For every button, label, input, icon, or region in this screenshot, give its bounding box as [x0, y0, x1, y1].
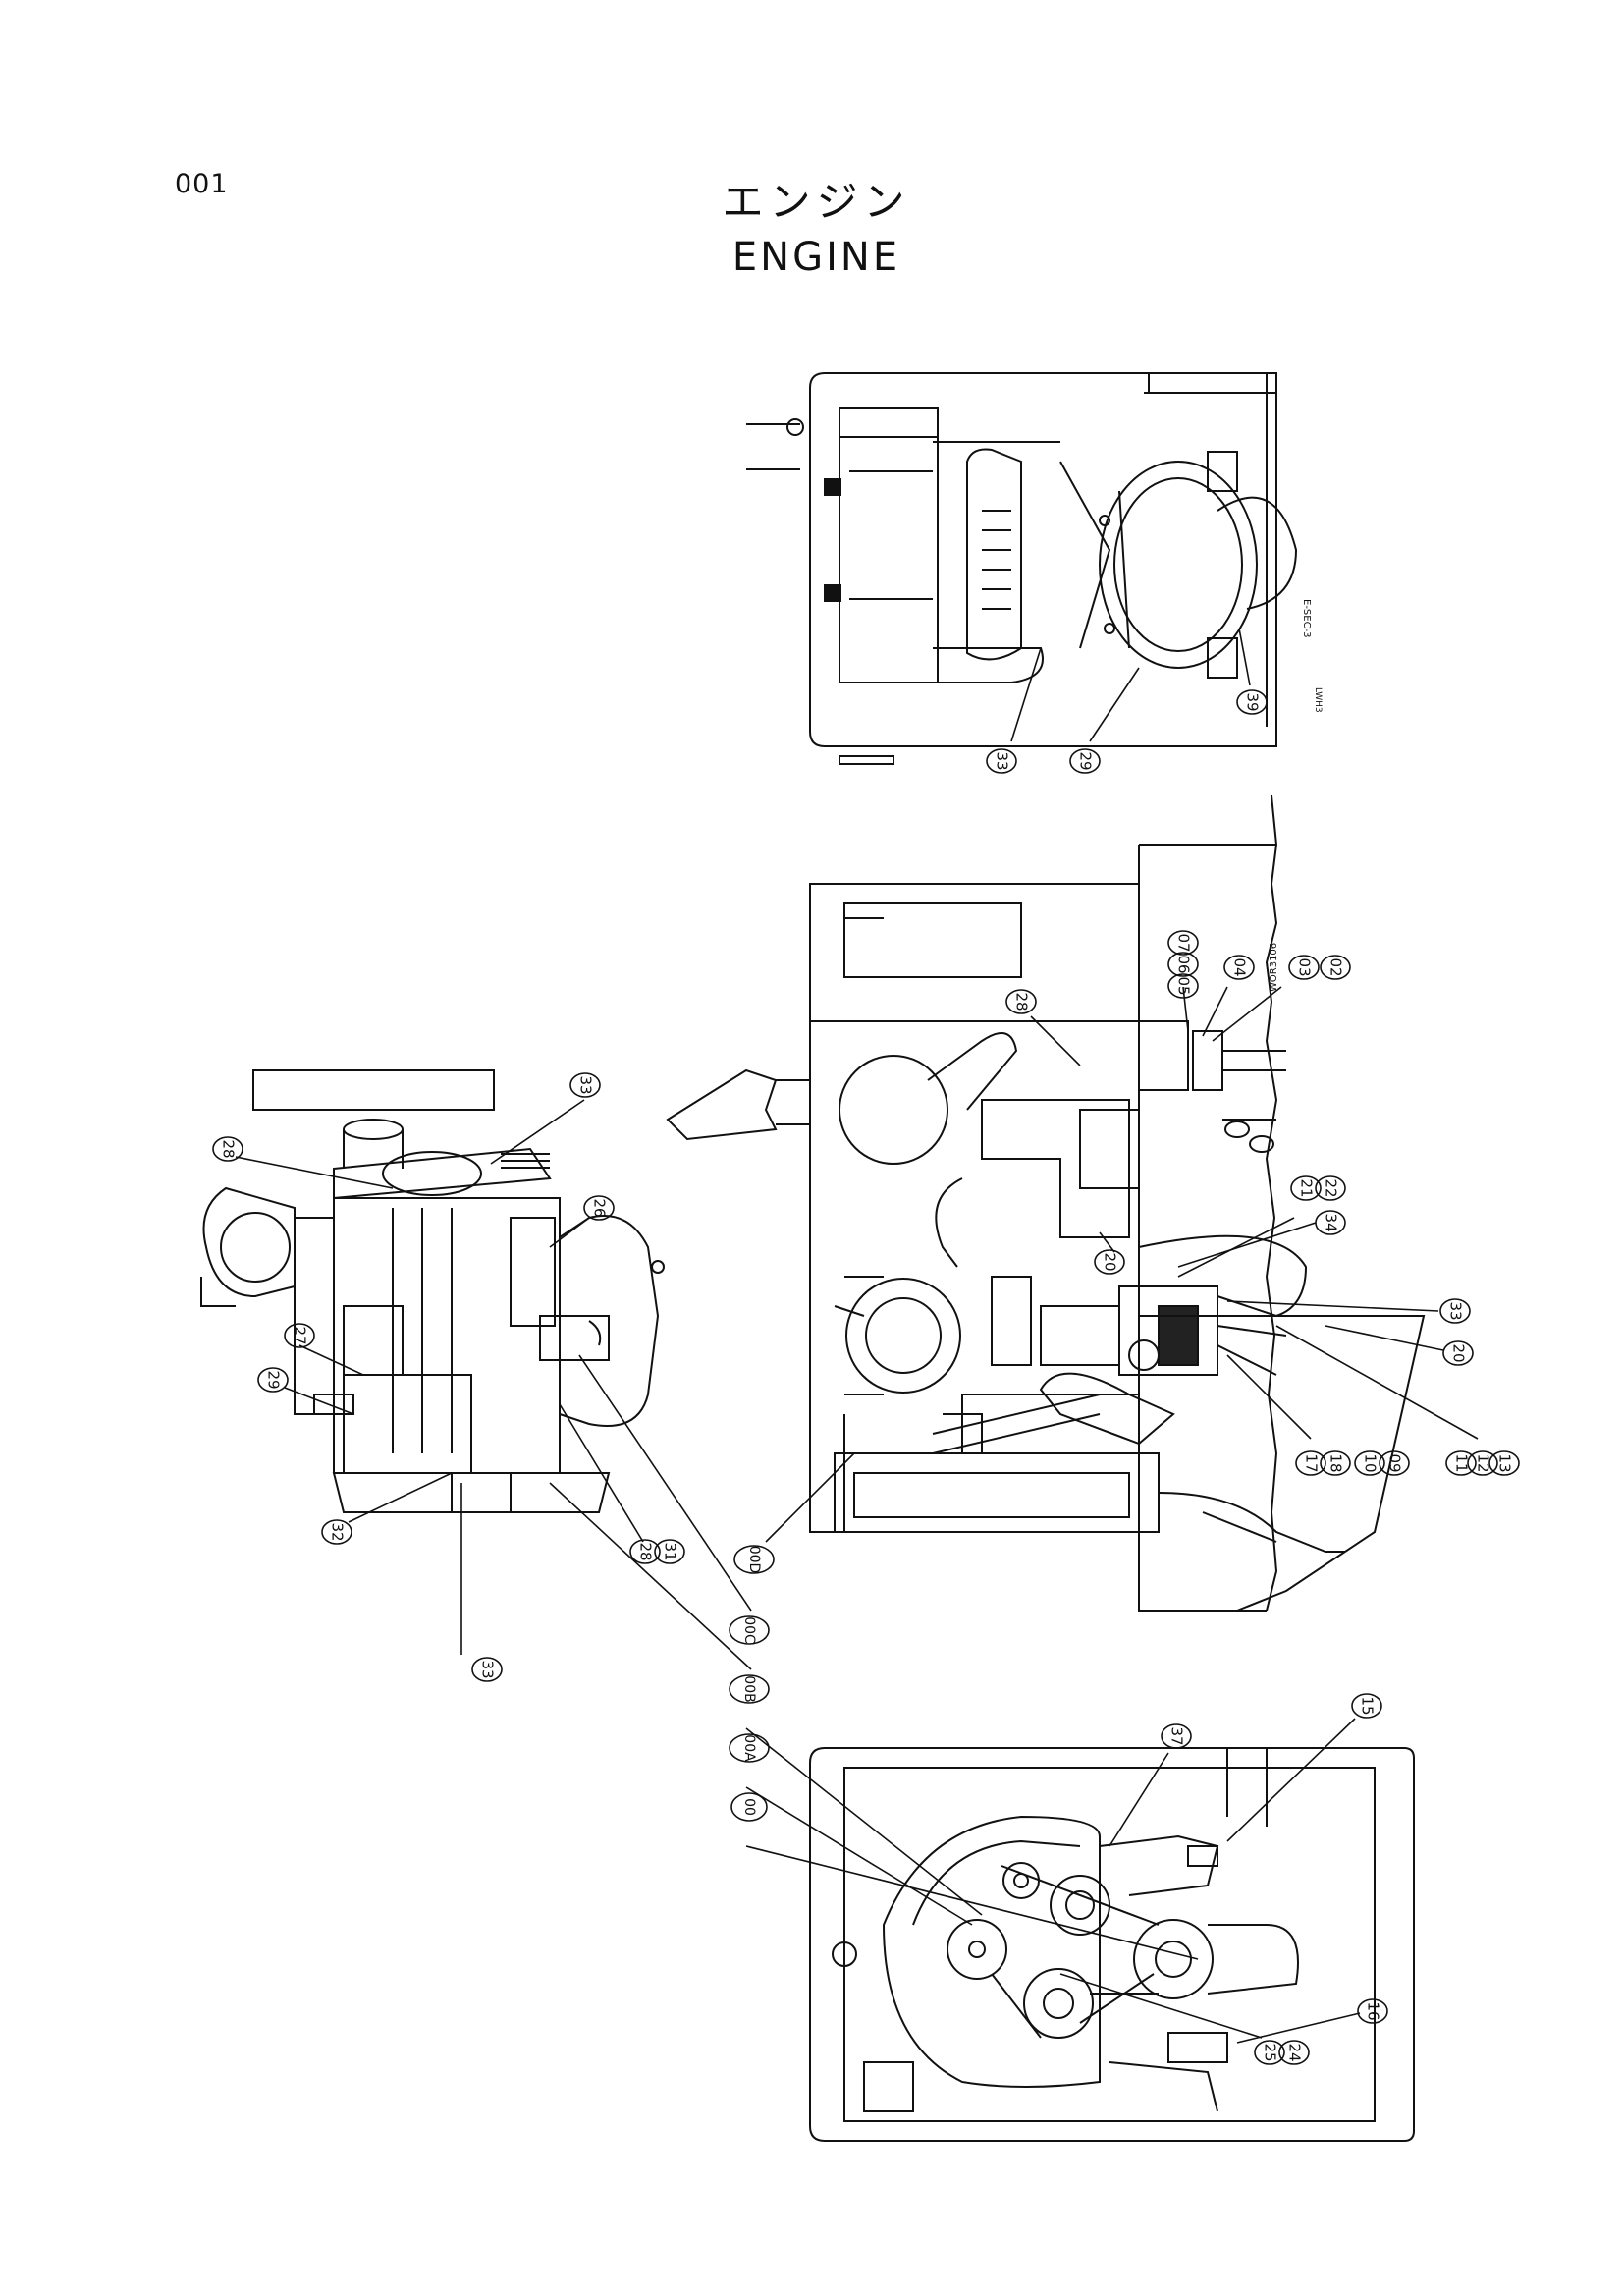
callout-label: 28: [220, 1139, 238, 1158]
callout-bubble: [1467, 1450, 1498, 1476]
callout-bubble: [284, 1323, 315, 1348]
callout-bubble: [212, 1136, 243, 1162]
callout-label: 32: [329, 1522, 347, 1541]
callout-bubble: [1442, 1340, 1474, 1366]
callout-label: 00A: [741, 1734, 757, 1762]
callout-bubble: [733, 1545, 775, 1574]
callout-label: 16: [1365, 2001, 1382, 2020]
callout-label: 39: [1244, 692, 1262, 711]
callout-label: 22: [1323, 1178, 1340, 1197]
callout-label: 00D: [746, 1546, 762, 1574]
callout-bubble: [1094, 1249, 1125, 1275]
callout-label: 04: [1231, 957, 1249, 976]
callout-bubble: [1278, 2040, 1310, 2065]
callout-bubble: [1161, 1723, 1192, 1749]
top-view-tag-2: LWH3: [1313, 687, 1323, 713]
callout-bubble: [1290, 1175, 1322, 1201]
callout-bubble: [986, 748, 1017, 774]
page-number: 001: [175, 169, 229, 199]
title-block: エンジン ENGINE: [0, 175, 1623, 285]
callout-label: 20: [1450, 1343, 1468, 1362]
callout-bubble: [729, 1674, 770, 1704]
callout-bubble: [1167, 973, 1199, 999]
callout-label: 11: [1453, 1453, 1471, 1472]
callout-label: 17: [1303, 1453, 1321, 1472]
callout-label: 26: [591, 1198, 609, 1217]
callout-bubble: [730, 1792, 768, 1822]
callout-bubble: [654, 1539, 685, 1564]
callout-bubble: [1288, 955, 1320, 980]
callout-label: 18: [1327, 1453, 1345, 1472]
callout-label: 00B: [741, 1675, 757, 1702]
callout-label: 24: [1286, 2043, 1304, 2061]
callout-bubble: [1445, 1450, 1477, 1476]
callout-label: 34: [1323, 1213, 1340, 1231]
callout-label: 05: [1175, 976, 1193, 995]
callout-bubble: [629, 1539, 661, 1564]
callout-bubble: [1167, 930, 1199, 956]
side-view: [200, 1069, 665, 1513]
callout-bubble: [1223, 955, 1255, 980]
main-view-tag: WOR3106: [1269, 943, 1279, 992]
callout-label: 33: [1447, 1301, 1465, 1320]
callout-label: 13: [1496, 1453, 1514, 1472]
callout-label: 29: [1077, 751, 1095, 770]
callout-bubble: [583, 1195, 615, 1221]
callout-bubble: [471, 1657, 503, 1682]
page-title-japanese: エンジン: [722, 178, 911, 226]
callout-label: 03: [1296, 957, 1314, 976]
callout-bubble: [1069, 748, 1101, 774]
callout-label: 15: [1359, 1696, 1377, 1715]
callout-label: 28: [637, 1542, 655, 1560]
callout-bubble: [1315, 1175, 1346, 1201]
callout-label: 20: [1102, 1252, 1119, 1271]
callout-label: 09: [1386, 1453, 1404, 1472]
callout-bubble: [1354, 1450, 1385, 1476]
callout-bubble: [1379, 1450, 1410, 1476]
callout-bubble: [1439, 1298, 1471, 1324]
callout-label: 06: [1175, 955, 1193, 973]
callout-label: 27: [292, 1326, 309, 1344]
callout-label: 28: [1013, 992, 1031, 1011]
callout-bubble: [1254, 2040, 1285, 2065]
callout-bubble: [1488, 1450, 1520, 1476]
front-view: [809, 1747, 1415, 2142]
callout-label: 33: [479, 1660, 497, 1678]
callout-label: 29: [265, 1370, 283, 1389]
main-view: WOR3106: [666, 794, 1426, 1612]
callout-bubble: [1357, 1998, 1388, 2024]
leader-lines: [235, 628, 1479, 2044]
callout-bubble: [1167, 952, 1199, 977]
callout-label: 33: [577, 1075, 595, 1094]
page-title-english: ENGINE: [731, 235, 901, 280]
callout-label: 37: [1168, 1726, 1186, 1745]
callout-label: 02: [1327, 957, 1345, 976]
callout-bubble: [1320, 955, 1351, 980]
callout-bubble: [1295, 1450, 1326, 1476]
top-view-tag: E-SEC-3: [1301, 599, 1312, 638]
callout-label: 00: [741, 1798, 757, 1816]
callout-bubble: [729, 1615, 770, 1645]
callout-label: 07: [1175, 933, 1193, 952]
callout-label: 00C: [741, 1616, 757, 1644]
callout-label: 33: [994, 751, 1011, 770]
callout-label: 12: [1475, 1453, 1492, 1472]
top-view: E-SEC-3 LWH3: [746, 372, 1323, 765]
callout-bubble: [1351, 1693, 1382, 1719]
callout-label: 31: [662, 1542, 679, 1560]
callout-bubble: [729, 1733, 770, 1763]
callout-label: 10: [1362, 1453, 1380, 1472]
callout-bubble: [1236, 689, 1268, 715]
callout-bubble: [257, 1367, 289, 1393]
callout-bubble: [321, 1519, 352, 1545]
callout-label: 21: [1298, 1178, 1316, 1197]
callout-bubble: [1315, 1210, 1346, 1235]
callout-bubble: [569, 1072, 601, 1098]
callout-bubble: [1005, 989, 1037, 1014]
callout-bubble: [1320, 1450, 1351, 1476]
callout-label: 25: [1262, 2043, 1279, 2061]
